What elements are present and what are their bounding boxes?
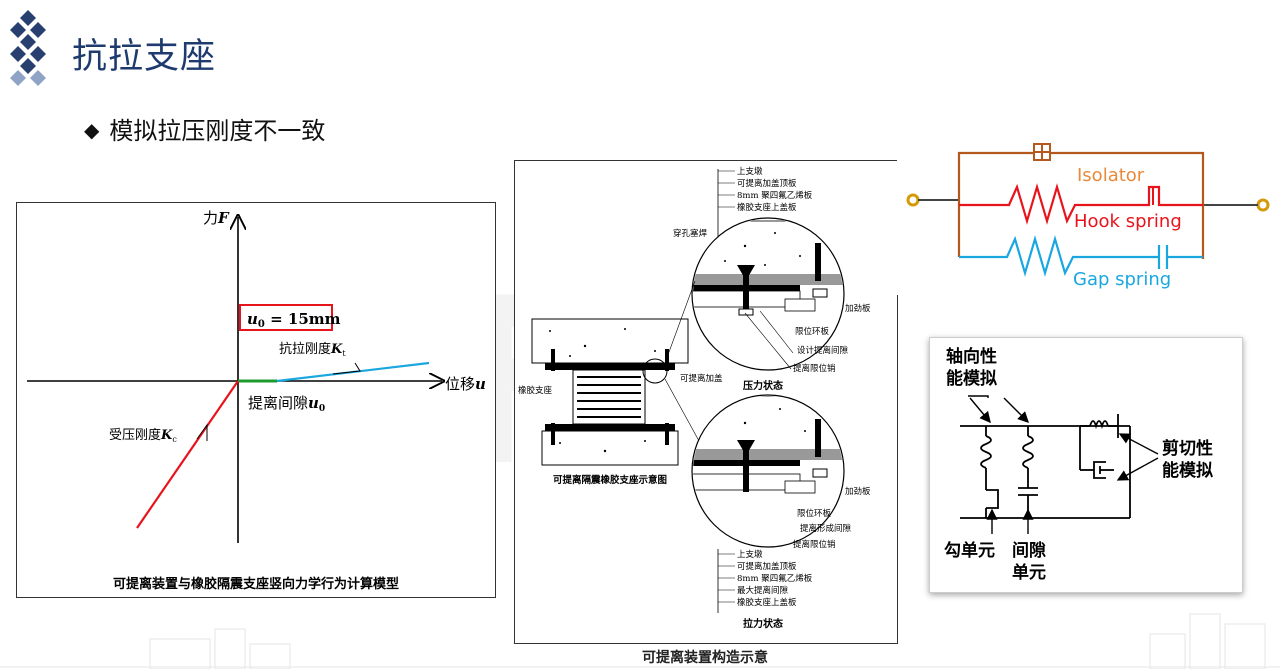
label-compression-state: 压力状态	[743, 379, 783, 392]
left-node-icon	[906, 193, 920, 207]
label-tension-state: 拉力状态	[743, 617, 783, 630]
skyline-decoration	[0, 613, 1280, 669]
label-right-top-1: 限位环板	[795, 326, 830, 337]
label-bottom-4: 橡胶支座上盖板	[737, 597, 797, 608]
label-right-bottom-3: 提离限位销	[793, 539, 836, 550]
force-displacement-panel: 力F 位移u u0 = 15mm 抗拉刚度Kt 提离间隙u0 受压刚度Kc 可提…	[16, 202, 496, 598]
label-bottom-3: 最大提离间隙	[737, 585, 789, 596]
compression-slope-mark	[196, 423, 208, 441]
element-model-diagram: 轴向性 能模拟 剪切性 能模拟 勾单元 间隙 单元	[944, 346, 1213, 583]
hook-spring-label: Hook spring	[1074, 211, 1182, 232]
x-axis-label: 位移u	[445, 375, 486, 393]
isolator-label: Isolator	[1077, 165, 1145, 186]
label-lift-cover: 可提离加盖	[680, 373, 723, 384]
label-bottom-0: 上支墩	[737, 549, 763, 560]
gap-element-label-1: 间隙	[1012, 540, 1046, 561]
label-right-top-2: 设计提离间隙	[797, 345, 849, 356]
bullet-point: ◆ 模拟拉压刚度不一致	[84, 111, 325, 146]
force-displacement-diagram: 力F 位移u u0 = 15mm 抗拉刚度Kt 提离间隙u0 受压刚度Kc 可提…	[27, 209, 486, 592]
diamond-bullet-icon: ◆	[84, 118, 100, 142]
y-axis-label: 力F	[203, 209, 230, 227]
label-top-1: 可提离加盖顶板	[737, 178, 797, 189]
compression-stiffness-label: 受压刚度Kc	[109, 427, 177, 444]
structure-schematic-panel: 上支墩 可提离加盖顶板 8mm 聚四氟乙烯板 橡胶支座上盖板 穿孔塞焊	[514, 160, 898, 644]
logo-icon	[10, 10, 46, 86]
gap-value-text: u0 = 15mm	[247, 310, 341, 330]
shear-label-1: 剪切性	[1162, 438, 1213, 459]
spring-model-diagram: Isolator Hook spring Gap spring	[906, 143, 1270, 290]
spring-model-panel: Isolator Hook spring Gap spring	[897, 135, 1280, 295]
tension-slope-mark	[332, 362, 361, 375]
label-right-bottom-2: 提离形成间隙	[800, 523, 852, 534]
hook-spring-branch	[959, 183, 1203, 225]
upper-pier	[531, 318, 689, 364]
force-model-caption: 可提离装置与橡胶隔震支座竖向力学行为计算模型	[113, 576, 399, 592]
gap-label: 提离间隙u0	[248, 394, 325, 414]
label-right-bottom-1: 限位环板	[797, 508, 832, 519]
axial-label-2: 能模拟	[946, 368, 997, 389]
label-right-top-3: 提离限位销	[793, 363, 836, 374]
structure-caption: 可提离装置构造示意	[642, 650, 768, 666]
bullet-text: 模拟拉压刚度不一致	[109, 117, 326, 145]
right-node-icon	[1256, 198, 1270, 212]
axial-label-1: 轴向性	[946, 346, 997, 367]
label-top-2: 8mm 聚四氟乙烯板	[737, 190, 813, 201]
label-right-bottom-0: 加劲板	[845, 486, 871, 497]
page-title: 抗拉支座	[72, 37, 217, 77]
label-top-3: 橡胶支座上盖板	[737, 202, 797, 213]
gap-spring-label: Gap spring	[1073, 269, 1171, 290]
hook-element-label: 勾单元	[944, 540, 995, 561]
rubber-bearing	[572, 369, 646, 425]
label-top-0: 上支墩	[737, 166, 763, 177]
label-bottom-1: 可提离加盖顶板	[737, 561, 797, 572]
label-right-top-0: 加劲板	[845, 303, 871, 314]
compression-line	[136, 380, 239, 529]
label-rubber-bearing: 橡胶支座	[518, 385, 553, 396]
lower-pier	[541, 430, 679, 466]
element-model-panel: 轴向性 能模拟 剪切性 能模拟 勾单元 间隙 单元	[929, 337, 1243, 593]
gap-spring-branch	[959, 235, 1159, 277]
tension-stiffness-label: 抗拉刚度Kt	[279, 341, 346, 358]
gap-element-label-2: 单元	[1012, 562, 1046, 583]
label-perforated-plug: 穿孔塞焊	[673, 228, 708, 239]
label-bottom-2: 8mm 聚四氟乙烯板	[737, 573, 813, 584]
shear-label-2: 能模拟	[1162, 460, 1213, 481]
gap-value-box	[239, 304, 333, 331]
label-schematic-caption: 可提离隔震橡胶支座示意图	[553, 474, 667, 486]
structure-schematic-diagram: 上支墩 可提离加盖顶板 8mm 聚四氟乙烯板 橡胶支座上盖板 穿孔塞焊	[518, 166, 871, 630]
